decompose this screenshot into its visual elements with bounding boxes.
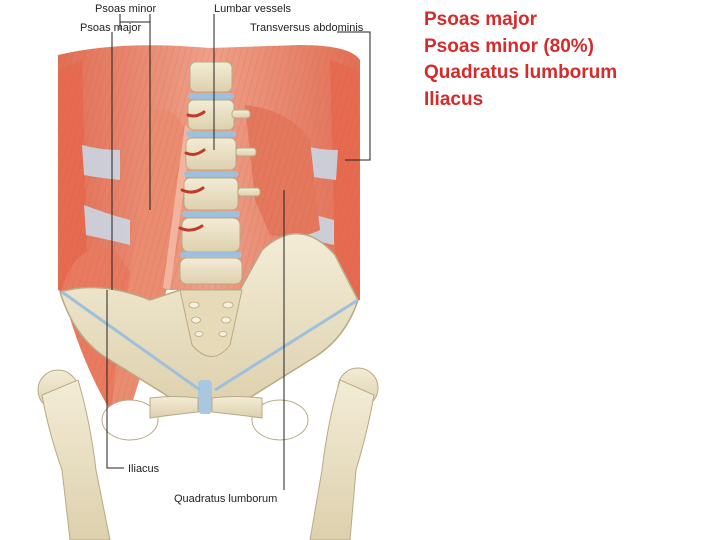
muscle-list: Psoas major Psoas minor (80%) Quadratus … <box>424 7 617 113</box>
quadratus-lumborum-muscle <box>245 105 320 237</box>
list-item: Iliacus <box>424 88 484 110</box>
leader-lines <box>106 14 371 490</box>
list-item: Quadratus lumborum <box>424 62 618 83</box>
label-iliacus: Iliacus <box>128 463 160 475</box>
label-transversus-abdominis: Transversus abdominis <box>250 22 364 34</box>
label-quadratus-lumborum: Quadratus lumborum <box>174 493 277 505</box>
femur-bones <box>37 367 379 540</box>
psoas-minor-muscle <box>163 125 192 290</box>
list-item: Psoas minor (80%) <box>424 35 594 57</box>
list-item: Psoas major <box>424 9 537 30</box>
label-lumbar-vessels: Lumbar vessels <box>214 3 292 15</box>
label-psoas-minor: Psoas minor <box>95 3 156 15</box>
label-psoas-major: Psoas major <box>80 22 141 34</box>
lumbar-vessels <box>178 110 206 232</box>
inguinal-ligament <box>61 290 359 392</box>
lumbar-spine <box>179 61 261 285</box>
transversus-abdominis-muscle <box>58 60 360 300</box>
